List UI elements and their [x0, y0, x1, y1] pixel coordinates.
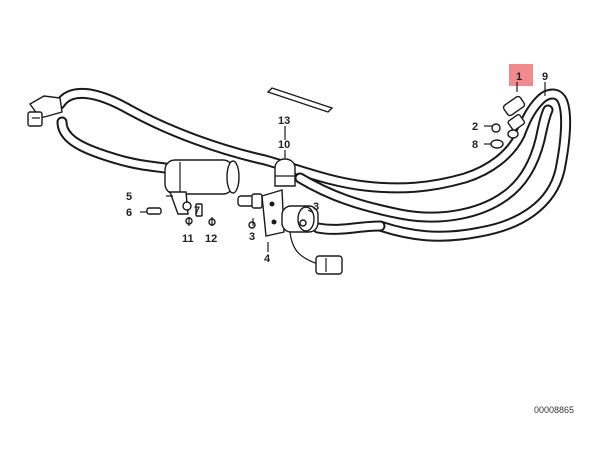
fuel-pump [281, 205, 319, 233]
part-labels: 1 9 2 8 13 10 5 6 7 11 12 3 3 4 [126, 71, 548, 265]
label-part-1: 1 [516, 71, 522, 83]
leader-lines [140, 82, 546, 252]
label-part-8: 8 [472, 139, 478, 151]
label-part-9: 9 [542, 71, 548, 83]
label-part-7: 7 [194, 205, 200, 217]
part-1-highlight [509, 64, 533, 86]
label-part-2: 2 [472, 121, 478, 133]
label-part-3-right: 3 [313, 201, 319, 213]
protective-strip-13 [266, 87, 334, 113]
label-part-10: 10 [278, 139, 290, 151]
filter-outlet-stub [237, 193, 263, 209]
clip-10 [274, 158, 296, 187]
label-part-4: 4 [264, 253, 271, 265]
label-part-11: 11 [182, 233, 194, 245]
reference-code: 00008865 [534, 405, 574, 415]
fuel-hoses [54, 87, 572, 242]
label-part-13: 13 [278, 115, 290, 127]
label-part-5: 5 [126, 191, 132, 203]
label-part-3-left: 3 [249, 231, 255, 243]
label-part-12: 12 [205, 233, 217, 245]
fuel-pump-bracket [261, 189, 285, 237]
pump-wire-connector [289, 231, 343, 275]
label-part-6: 6 [126, 207, 132, 219]
left-elbow-fitting [27, 95, 63, 127]
